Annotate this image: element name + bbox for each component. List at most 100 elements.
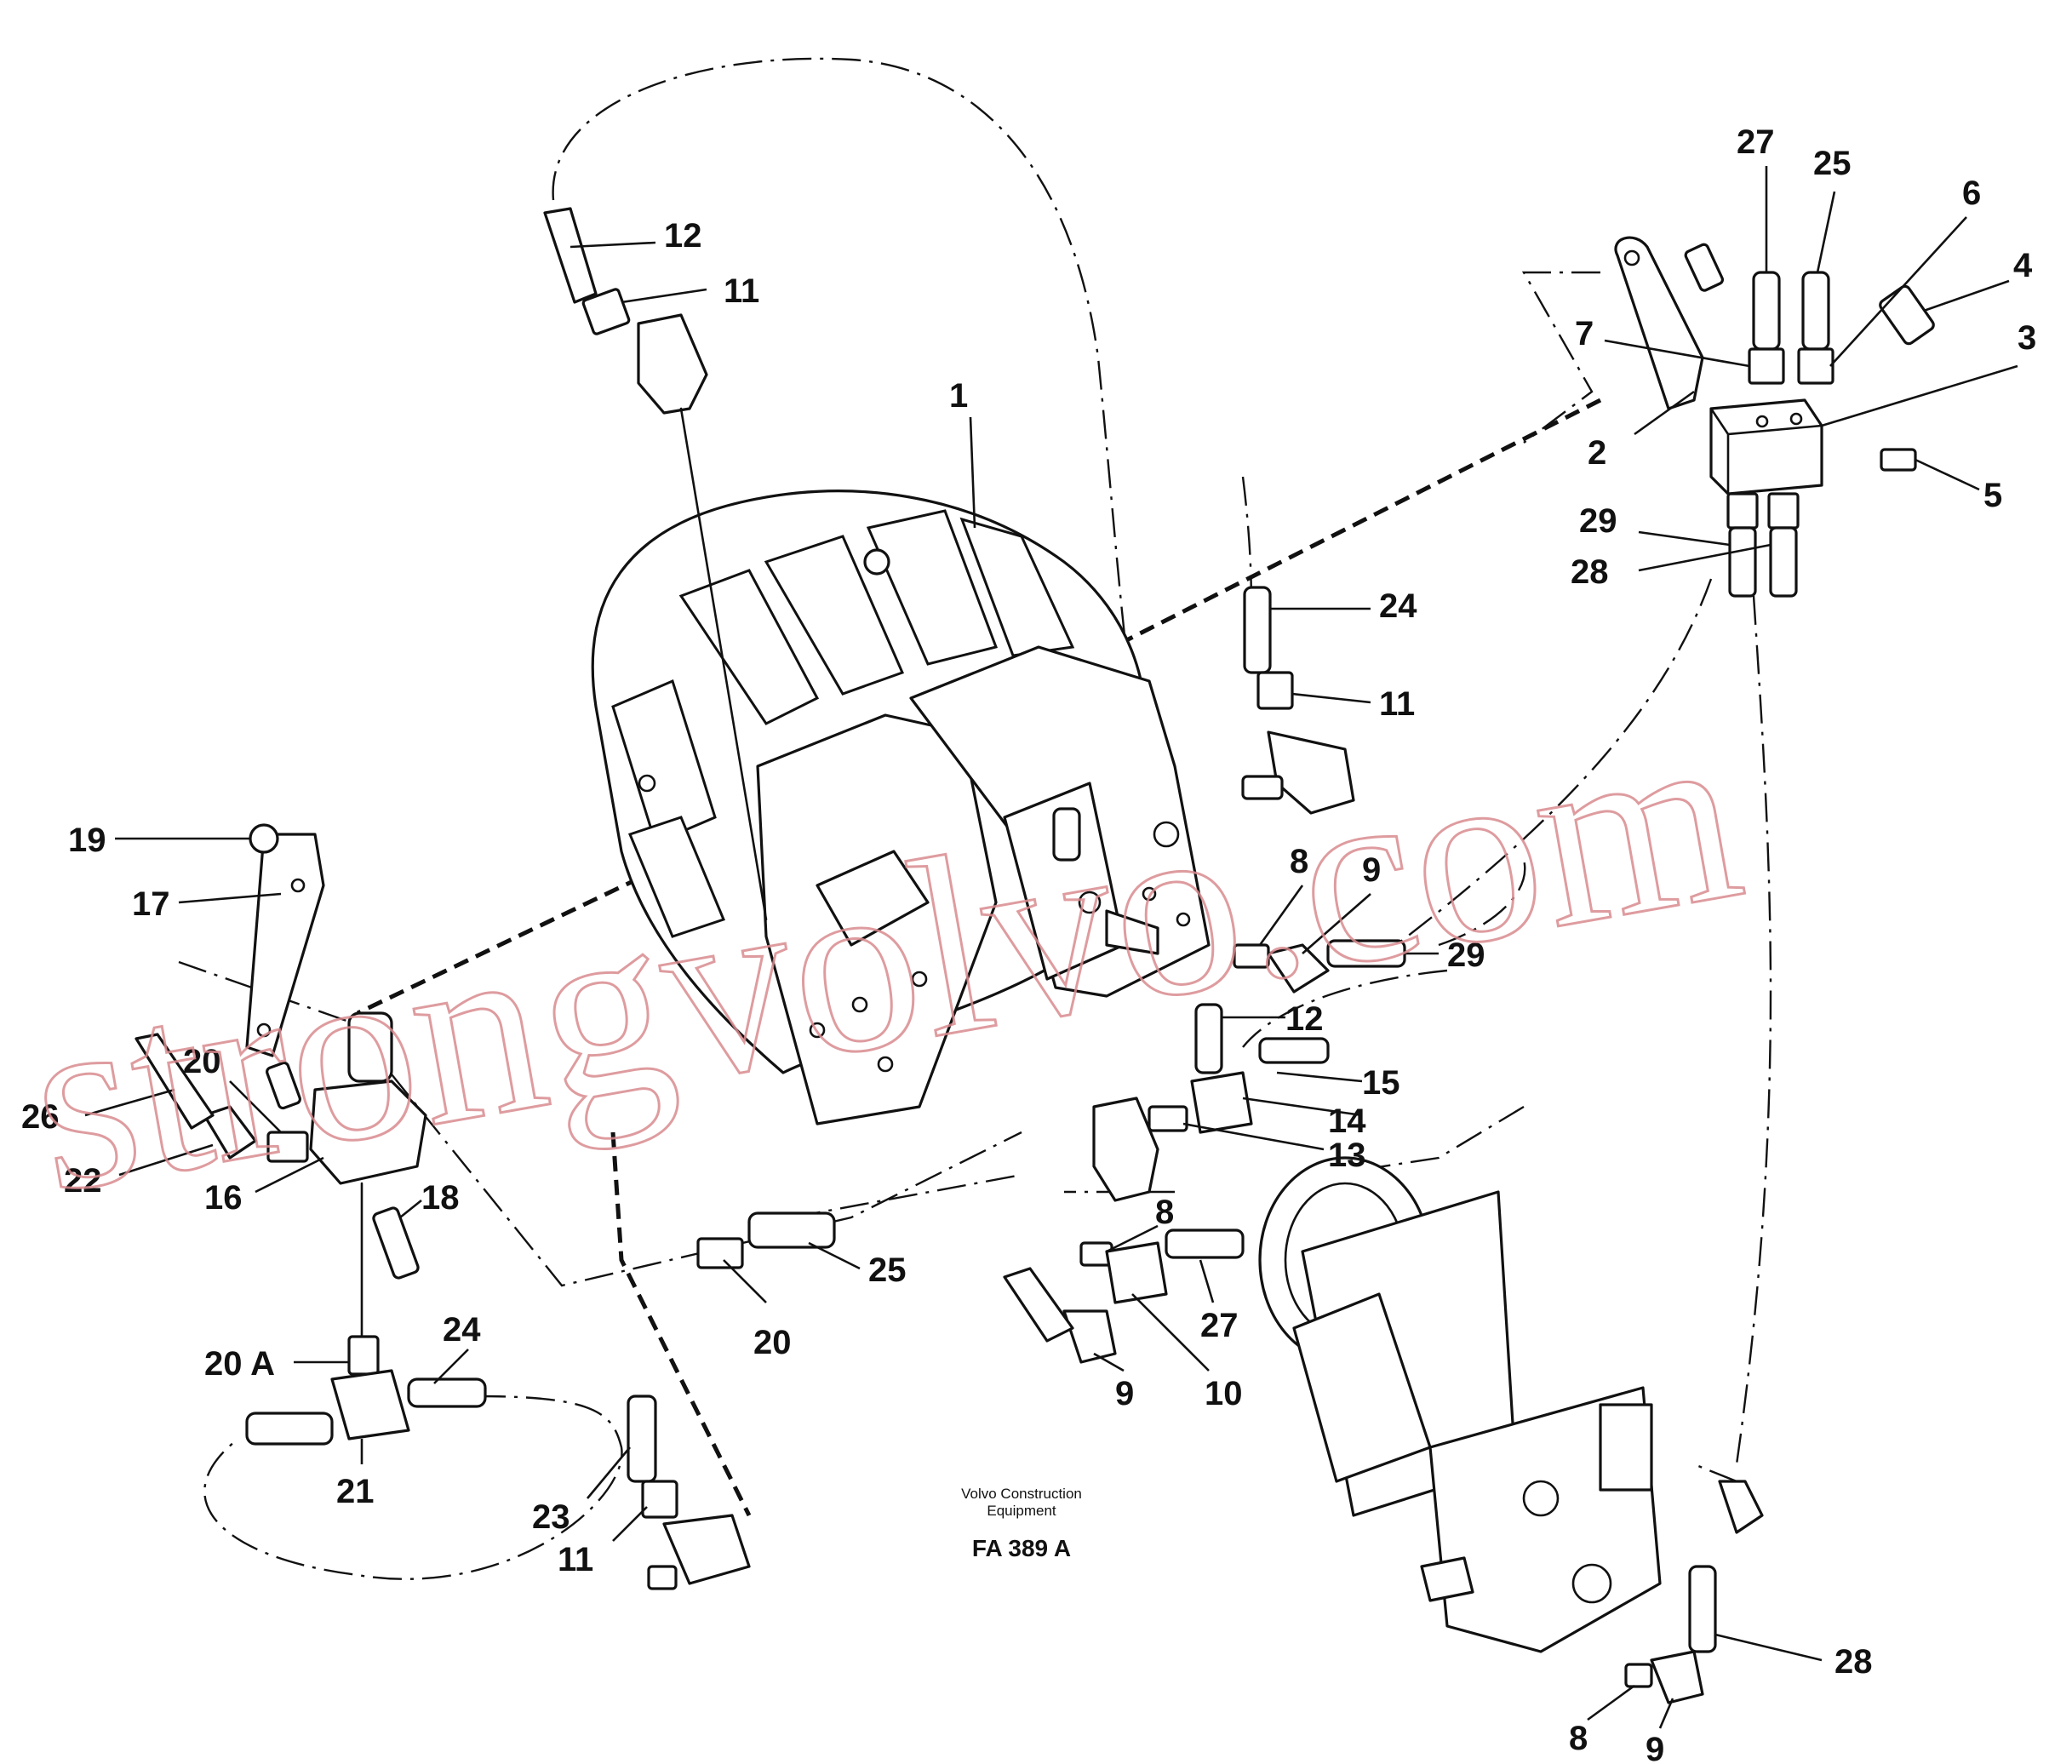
- callout-9a: 9: [1362, 851, 1381, 889]
- nut-19: [249, 823, 279, 854]
- leader-25b: [808, 1241, 861, 1270]
- figure-code: FA 389 A: [972, 1535, 1071, 1561]
- nipple-8-mid: [1233, 943, 1270, 969]
- hydraulic-pump-assembly: [591, 490, 1211, 1125]
- hose-24-low: [407, 1377, 487, 1408]
- callout-8b: 8: [1155, 1194, 1174, 1231]
- callout-labels: 1 2 3 4 5 6 7 8 8 8 9 9 9 10 11 11 11 12…: [21, 123, 2036, 1764]
- route-line-28: [1693, 1463, 1737, 1483]
- callout-5: 5: [1983, 477, 2002, 514]
- pump-bolt-6: [1078, 891, 1102, 914]
- bolt-18: [372, 1206, 420, 1280]
- hose-27-low: [1165, 1228, 1245, 1259]
- motor-port-2: [1571, 1563, 1612, 1604]
- caption-line-1: Volvo Construction: [961, 1486, 1082, 1502]
- leader-9b: [1093, 1352, 1125, 1372]
- tee-21: [330, 1369, 410, 1440]
- distribution-block-3-edge: [1709, 407, 1823, 495]
- leader-11c: [612, 1506, 648, 1542]
- callout-18: 18: [421, 1179, 460, 1217]
- fitting-20A: [347, 1335, 380, 1376]
- top-left-sensor-group: [543, 207, 768, 921]
- callout-1: 1: [949, 377, 968, 415]
- leader-8c: [1587, 1684, 1635, 1721]
- leader-3: [1821, 364, 2018, 427]
- leader-23: [587, 1446, 631, 1499]
- callout-10: 10: [1205, 1375, 1243, 1412]
- leader-28b: [1714, 1633, 1823, 1662]
- callout-24b: 24: [443, 1311, 481, 1349]
- fitting-11-low: [641, 1480, 678, 1519]
- motor-port-1: [1522, 1480, 1560, 1517]
- leader-29a: [1638, 530, 1731, 547]
- tee-10: [1105, 1241, 1168, 1304]
- elbow-top-right-low: [1718, 1480, 1764, 1534]
- pump-fin-2: [764, 535, 905, 696]
- elbow-right: [1267, 730, 1355, 815]
- elbow-low: [662, 1514, 751, 1585]
- callout-26: 26: [21, 1098, 60, 1136]
- callout-20a: 20: [183, 1043, 221, 1080]
- hose-24-right: [1243, 586, 1272, 674]
- callout-11b: 11: [1379, 685, 1415, 723]
- callout-3: 3: [2018, 319, 2036, 357]
- callout-21: 21: [336, 1473, 375, 1510]
- callout-14: 14: [1328, 1102, 1366, 1140]
- callout-27b: 27: [1200, 1307, 1239, 1344]
- dashed-line-lower: [610, 1131, 752, 1517]
- bolt-bracket: [266, 1061, 301, 1110]
- callout-20b: 20: [753, 1324, 792, 1361]
- callout-12a: 12: [664, 217, 702, 255]
- route-line-bracket-right: [1521, 271, 1600, 444]
- callout-12b: 12: [1285, 1000, 1324, 1038]
- callout-8c: 8: [1569, 1720, 1588, 1757]
- leader-9c: [1658, 1698, 1674, 1729]
- callout-2: 2: [1588, 434, 1606, 472]
- leader-20b: [723, 1259, 767, 1303]
- left-valve-group: [135, 823, 427, 1338]
- callout-25b: 25: [868, 1251, 907, 1289]
- bolt-top: [1684, 243, 1725, 292]
- route-line-lower-motor: [1242, 969, 1448, 1048]
- pump-bolt-1: [851, 996, 868, 1013]
- nipple-right: [1241, 775, 1284, 800]
- callout-28a: 28: [1571, 553, 1609, 591]
- elbow-9-mid: [1267, 943, 1330, 994]
- leader-27b: [1199, 1259, 1215, 1303]
- bracket-17-hole-1: [290, 878, 306, 893]
- callout-8a: 8: [1290, 843, 1308, 880]
- fitting-20-mid: [696, 1237, 744, 1269]
- route-line-29b: [1438, 859, 1526, 947]
- leader-20a: [229, 1080, 282, 1133]
- callout-25a: 25: [1813, 145, 1852, 182]
- leader-25a: [1816, 191, 1836, 273]
- hose-15: [1258, 1037, 1330, 1064]
- top-right-block-group: [1614, 236, 1935, 598]
- callout-17: 17: [132, 885, 170, 923]
- tee-14: [1190, 1071, 1253, 1134]
- pump-top-port: [863, 548, 890, 576]
- pump-bolt-4: [809, 1022, 826, 1039]
- leader-8a: [1258, 885, 1304, 946]
- route-line-valve-left: [178, 960, 1022, 1287]
- leader-24b: [433, 1349, 469, 1384]
- callout-15: 15: [1362, 1064, 1400, 1102]
- callout-27a: 27: [1737, 123, 1775, 161]
- right-middle-hose-group: [1092, 586, 1406, 1202]
- hose-9-low: [1003, 1267, 1074, 1343]
- callout-29a: 29: [1579, 502, 1617, 540]
- lower-left-tee-group: [245, 1335, 751, 1590]
- callout-9c: 9: [1646, 1731, 1664, 1764]
- pump-side-port: [638, 774, 656, 793]
- callout-9b: 9: [1115, 1375, 1134, 1412]
- block-port-1: [1755, 415, 1769, 428]
- leader-12a: [570, 241, 656, 249]
- route-line-25: [791, 1173, 1022, 1219]
- callout-11a: 11: [724, 272, 759, 310]
- leader-2: [1634, 390, 1695, 436]
- callout-7: 7: [1575, 315, 1594, 352]
- leader-9a: [1302, 893, 1371, 954]
- leader-lines: [84, 166, 2018, 1729]
